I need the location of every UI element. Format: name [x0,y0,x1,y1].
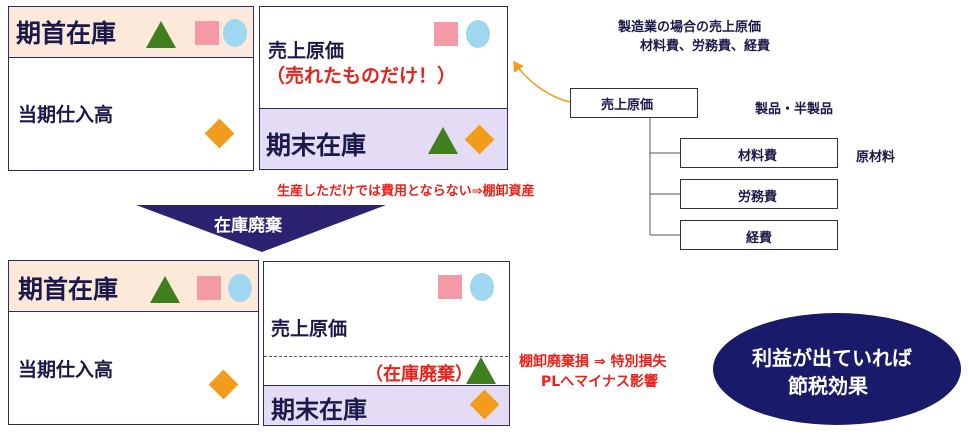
bottom-disposal-label: （在庫廃棄） [365,364,473,385]
triangle-icon [428,127,458,154]
circle-icon [470,273,494,301]
circle-icon [223,19,247,47]
top-ending-inventory-label: 期末在庫 [266,131,367,160]
loss-note-line2: PLへマイナス影響 [541,374,658,390]
square-icon [195,21,219,45]
circle-icon [466,20,490,48]
tree-child-expenses [680,220,838,250]
top-cogs-label: 売上原価 [268,40,345,62]
manufacturing-heading-line1: 製造業の場合の売上原価 [618,20,762,35]
bottom-ending-inventory-label: 期末在庫 [271,396,367,424]
manufacturing-heading-line2: 材料費、労務費、経費 [640,39,771,54]
down-arrow-icon [136,205,386,252]
tree-child-materials-label: 材料費 [738,149,778,164]
bottom-ending-inventory-band [263,385,510,426]
square-icon [438,275,462,299]
top-beginning-inventory-label: 期首在庫 [16,19,117,48]
triangle-icon [466,357,496,384]
top-purchases-label: 当期仕入高 [18,104,114,126]
tree-child-labor [680,179,838,209]
tree-root-box [570,88,698,118]
tree-root-note: 製品・半製品 [755,102,834,117]
bottom-purchases-label: 当期仕入高 [18,359,114,381]
top-cogs-note: （売れたものだけ！） [266,65,457,87]
triangle-icon [146,21,176,48]
tree-child-labor-label: 労務費 [738,190,778,205]
loss-note-line1: 棚卸廃棄損 ⇒ 特別損失 [519,354,667,370]
bottom-cogs-label: 売上原価 [271,318,348,340]
tree-child-expenses-label: 経費 [746,231,773,246]
square-icon [434,22,458,46]
bottom-beginning-inventory-label: 期首在庫 [18,275,119,304]
triangle-icon [150,276,180,303]
tax-benefit-oval [713,313,961,425]
tree-child-materials [680,138,838,168]
circle-icon [228,274,252,302]
tree-root-label: 売上原価 [601,98,654,113]
asset-note: 生産しただけでは費用とならない⇒棚卸資産 [277,184,535,199]
disposal-arrow-label: 在庫廃棄 [214,216,282,236]
oval-line2: 節税効果 [788,374,868,398]
tree-child-note: 原材料 [856,150,896,165]
oval-line1: 利益が出ていれば [752,346,912,370]
disposal-divider [264,356,508,357]
square-icon [197,276,221,300]
